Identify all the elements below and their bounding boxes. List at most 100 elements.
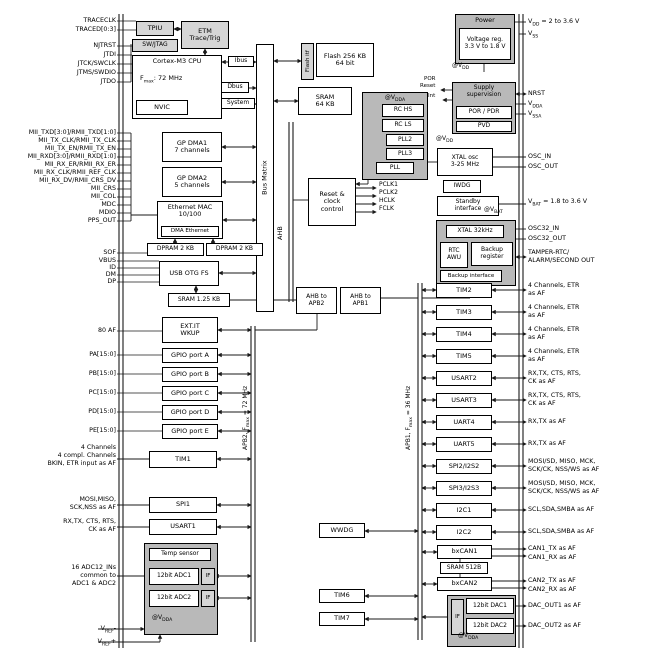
ibus-tag-label: Ibus [234,57,248,65]
adc2-if: IF [201,590,215,607]
tim2-label: TIM2 [456,285,472,294]
supply-supervision-label: supervision [466,90,502,98]
pclk1-label: PCLK1 [379,180,398,188]
apb2-bus-label: APB2, Fmax = 72 MHz [242,385,252,450]
pin-left-mii-tx-clk-rmii-tx-clk: MII_TX_CLK/RMII_TX_CLK [38,136,116,144]
temp-sensor: Temp sensor [149,548,211,561]
pin-left-sck-nss-as-af: SCK,NSS as AF [69,503,116,511]
pll3-label: PLL3 [397,149,413,157]
pin-right-mosi-sd-miso-mck: MOSI/SD, MISO, MCK, [528,479,596,487]
pin-left-mii-txd-3-0-rmii-txd-1-0: MII_TXD[3:0]/RMII_TXD[1:0] [28,128,116,136]
cpu-fmax: Fmax: 72 MHz [140,73,183,84]
dac2-label: 12bit DAC2 [473,621,507,629]
uart5: UART5 [436,437,492,452]
i2c2: I2C2 [436,525,492,540]
tim4-label: TIM4 [456,329,472,338]
gp-dma1-label: GP DMA1 [176,138,208,147]
wwdg: WWDG [319,523,365,538]
bxcan1: bxCAN1 [437,545,492,559]
por-pdr-label: POR / PDR [468,108,500,116]
ethernet-mac-label: Ethernet MAC [167,203,213,211]
xtal-32khz-label: XTAL 32kHz [457,227,493,235]
cortex-m3-cpu-label: Cortex-M3 CPU [152,57,202,65]
usart2: USART2 [436,371,492,386]
pin-right-mosi-sd-miso-mck: MOSI/SD, MISO, MCK, [528,457,596,465]
flash-itf: Flash itf [301,43,314,80]
sw-jtag: SW/JTAG [132,39,178,52]
ahb-to-apb2-label: AHB to [306,292,327,300]
pvd: PVD [456,121,512,132]
pin-left-traced-0-3: TRACED[0:3] [75,25,116,33]
pin-left-dm: DM [105,270,116,278]
gpio-port-c-label: GPIO port C [171,388,209,397]
gpio-port-c: GPIO port C [162,386,218,401]
pin-left-jtdi: JTDI [103,50,116,58]
sram-64kb-label: SRAM [315,92,335,101]
nvic: NVIC [136,100,188,115]
pll2-label: PLL2 [397,135,413,143]
bus-matrix: Bus Matrix [256,44,274,312]
pin-left-pps-out: PPS_OUT [87,216,116,224]
pin-right-as-af: as AF [528,355,546,363]
gpio-port-b-label: GPIO port B [171,369,209,378]
gpio-port-e-label: GPIO port E [171,426,209,435]
temp-sensor-label: Temp sensor [161,550,199,558]
pin-left-vbus: VBUS [98,256,116,264]
pin-right-tamper-rtc: TAMPER-RTC/ [528,248,570,256]
pin-right-nrst: NRST [528,89,545,97]
gpio-port-d-label: GPIO port D [170,407,210,416]
pin-right-can2-tx-as-af: CAN2_TX as AF [528,576,576,584]
pin-right-vss: VSS [528,29,539,39]
standby-interface-label: interface [454,205,482,212]
spi2-i2s2-label: SPI2/I2S2 [448,461,480,470]
gpio-port-e: GPIO port E [162,424,218,439]
bxcan2-label: bxCAN2 [451,579,478,588]
voltage-regulator-label: 3.3 V to 1.8 V [464,43,506,50]
pin-left-traceclk: TRACECLK [83,16,116,24]
bxcan1-label: bxCAN1 [451,547,478,556]
sram-512b-label: SRAM 512B [446,563,482,571]
dma-ethernet: DMA Ethernet [161,226,219,237]
pin-right-as-af: as AF [528,289,546,297]
pin-right-sck-ck-nss-ws-as-af: SCK/CK, NSS/WS as AF [528,465,600,473]
adc1: 12bit ADC1 [149,568,199,585]
pvd-label: PVD [477,122,491,130]
adc2-label: 12bit ADC2 [156,594,192,602]
flash-256kb-label: 64 bit [335,59,355,67]
pin-left-rx-tx-cts-rts: RX,TX, CTS, RTS, [63,517,116,525]
adc2: 12bit ADC2 [149,590,199,607]
tim6-label: TIM6 [334,591,350,600]
exti-wkup-label: EXT.IT [180,321,200,330]
dpram-2: DPRAM 2 KB [206,243,263,256]
ibus-tag: Ibus [228,56,254,67]
pin-right-can1-tx-as-af: CAN1_TX as AF [528,544,576,552]
dpram-1: DPRAM 2 KB [147,243,204,256]
sram-64kb-label: 64 KB [315,100,335,108]
pin-left-pc-15-0: PC[15:0] [88,388,116,396]
backup-interface: Backup interface [440,270,502,282]
bxcan2: bxCAN2 [437,577,492,591]
por-label: POR [424,75,436,82]
pin-left-sof: SOF [103,248,116,256]
pin-right-osc-out: OSC_OUT [528,162,558,170]
uart4-label: UART4 [453,417,475,426]
pin-right-can2-rx-as-af: CAN2_RX as AF [528,585,577,593]
tpiu: TPIU [136,21,174,36]
pin-left-mii-tx-en-rmii-tx-en: MII_TX_EN/RMII_TX_EN [44,144,116,152]
pin-right-scl-sda-smba-as-af: SCL,SDA,SMBA as AF [528,505,595,513]
tim1: TIM1 [149,451,217,468]
gp-dma2-label: GP DMA2 [176,173,208,182]
flash-itf-label: Flash itf [304,50,311,73]
voltage-regulator-label: Voltage reg. [466,36,504,44]
pin-left-mii-rx-er-rmii-rx-er: MII_RX_ER/RMII_RX_ER [44,160,116,168]
i2c1: I2C1 [436,503,492,518]
tim7-label: TIM7 [334,614,350,623]
i2c1-label: I2C1 [456,505,472,514]
gpio-port-a: GPIO port A [162,348,218,363]
exti-wkup-label: WKUP [180,329,200,337]
pin-right-rx-tx-cts-rts: RX,TX, CTS, RTS, [528,369,581,377]
